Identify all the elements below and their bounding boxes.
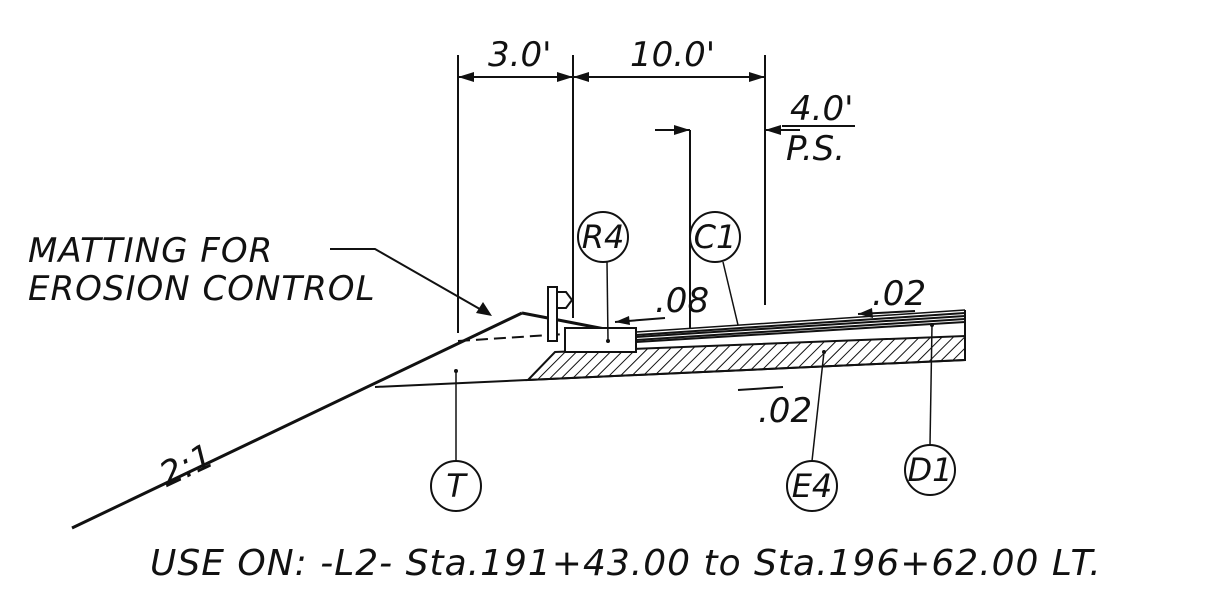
svg-text:T: T xyxy=(446,467,468,505)
tag-e4: E4 xyxy=(786,350,838,512)
svg-text:D1: D1 xyxy=(908,451,953,489)
dim-3ft: 3.0' xyxy=(488,35,551,75)
dim-ps: P.S. xyxy=(786,129,845,169)
svg-text:R4: R4 xyxy=(582,218,625,256)
note-line1: MATTING FOR xyxy=(28,231,273,271)
dim-10ft: 10.0' xyxy=(630,35,715,75)
slope-fill: 2:1 xyxy=(153,436,219,495)
tag-r4: R4 xyxy=(577,211,629,341)
use-on-note: USE ON: -L2- Sta.191+43.00 to Sta.196+62… xyxy=(150,543,1102,584)
slope-lane: .02 xyxy=(872,274,926,314)
matting-leader xyxy=(330,248,486,313)
dimension-lines xyxy=(457,55,855,333)
slope-shoulder: .08 xyxy=(655,281,709,321)
tag-t: T xyxy=(430,369,482,512)
pavement-layers xyxy=(635,309,966,360)
fill-slope-line xyxy=(71,311,523,530)
svg-text:C1: C1 xyxy=(694,218,737,256)
tag-c1: C1 xyxy=(689,211,741,326)
tag-d1: D1 xyxy=(904,323,956,496)
curb-block xyxy=(564,327,637,353)
slope-subgrade: .02 xyxy=(758,391,812,431)
dim-4ft: 4.0' xyxy=(790,89,853,129)
note-line2: EROSION CONTROL xyxy=(28,269,376,309)
svg-text:E4: E4 xyxy=(792,467,833,505)
